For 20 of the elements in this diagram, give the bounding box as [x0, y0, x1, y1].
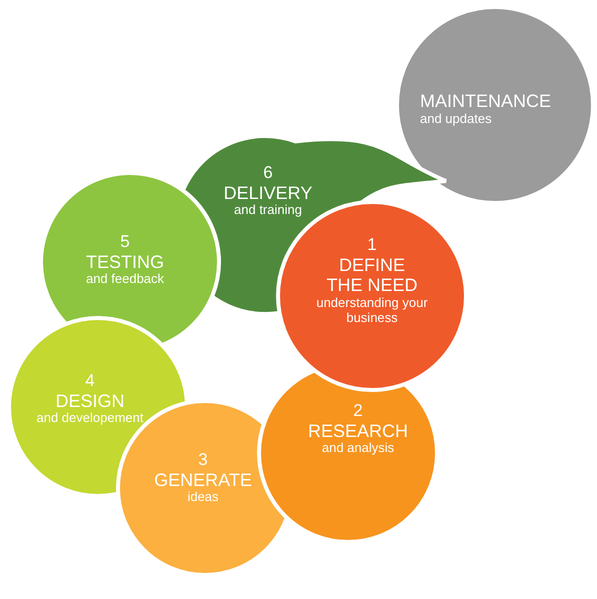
step-title: GENERATE: [154, 470, 252, 490]
step-description: and updates: [420, 112, 492, 127]
step-title: DELIVERY: [224, 182, 312, 204]
step-description: ideas: [187, 490, 219, 506]
step-description: understanding your business: [315, 296, 429, 326]
step-description: and analysis: [322, 441, 394, 456]
step-number: 3: [198, 450, 208, 470]
step-number: 1: [367, 235, 377, 255]
step-title: DEFINE THE NEED: [325, 254, 418, 296]
step-title: MAINTENANCE: [420, 91, 552, 112]
step-number: 2: [353, 401, 363, 421]
step-description: and training: [234, 203, 302, 218]
step-title: TESTING: [86, 252, 164, 272]
step-title: RESEARCH: [308, 420, 408, 442]
step-description: and developement: [36, 411, 144, 426]
step-number: 6: [263, 163, 273, 183]
step-number: 5: [120, 232, 130, 252]
step-description: and feedback: [86, 272, 164, 288]
step-title: DESIGN: [56, 390, 124, 412]
step-number: 4: [85, 371, 95, 391]
